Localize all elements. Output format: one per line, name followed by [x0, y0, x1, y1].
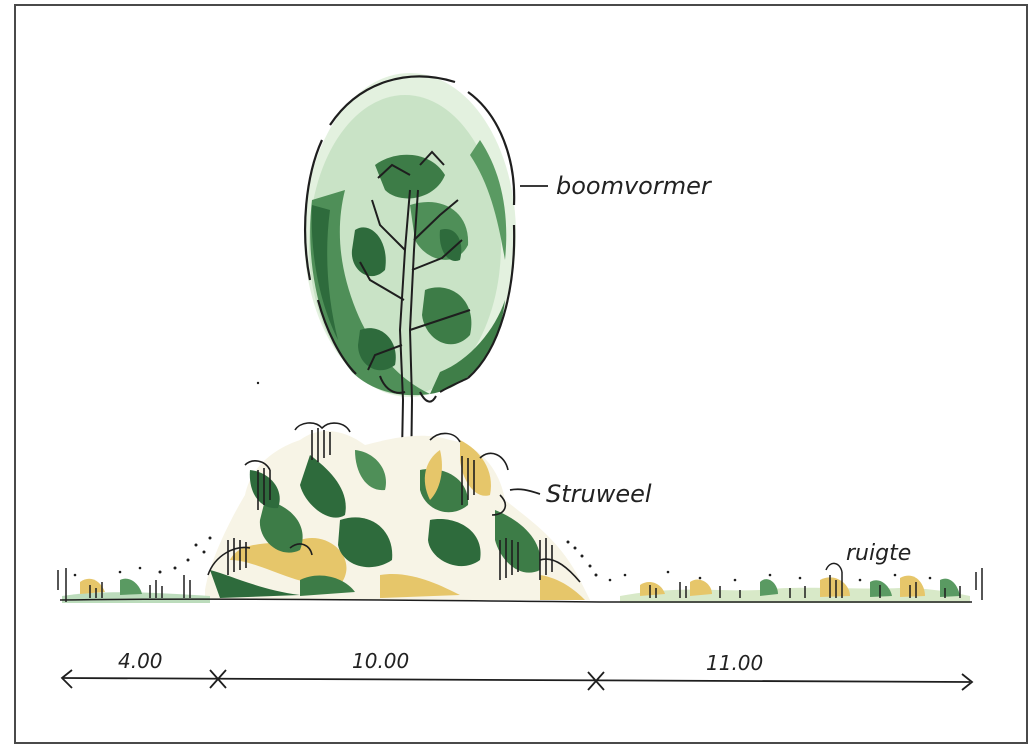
label-shrub: Struweel [546, 480, 652, 508]
dimension-line [62, 670, 972, 690]
dimension-1: 4.00 [118, 649, 163, 673]
label-tree: boomvormer [556, 172, 713, 200]
dimension-2: 10.00 [352, 649, 409, 673]
dimension-3: 11.00 [706, 651, 763, 675]
label-grass: ruigte [846, 541, 911, 566]
